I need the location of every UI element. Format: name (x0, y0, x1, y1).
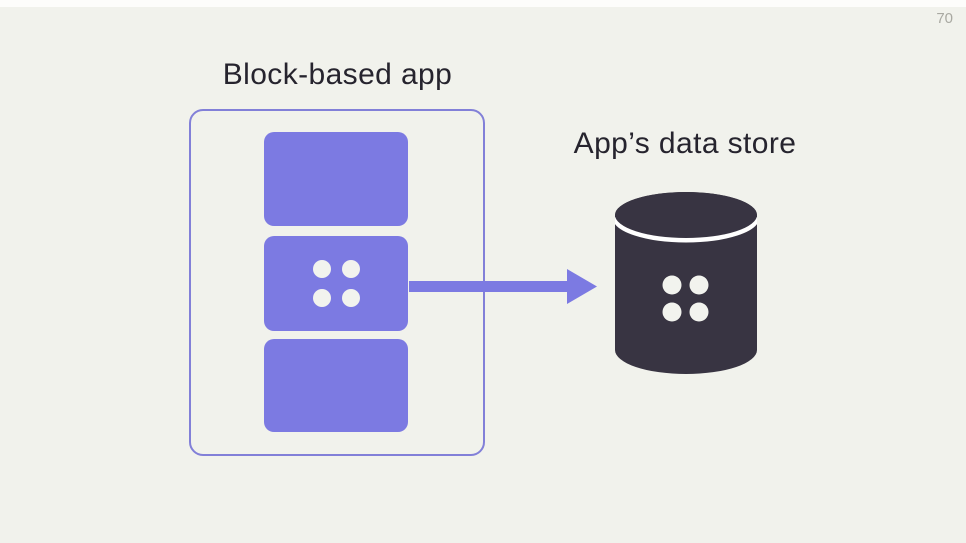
datastore-title: App’s data store (573, 127, 797, 160)
app-title: Block-based app (222, 58, 453, 91)
app-block-bottom (264, 339, 408, 432)
four-dots-icon (312, 260, 360, 307)
arrow-right-icon (409, 269, 597, 304)
dot (312, 289, 331, 307)
page-number: 70 (936, 10, 953, 27)
app-block-top (264, 132, 408, 226)
dot (341, 289, 360, 307)
app-outline-box (189, 109, 485, 456)
app-block-middle (264, 236, 408, 331)
dot (341, 260, 360, 278)
dot (312, 260, 331, 278)
slide-top-edge (0, 0, 966, 7)
database-cylinder-icon (615, 192, 757, 374)
